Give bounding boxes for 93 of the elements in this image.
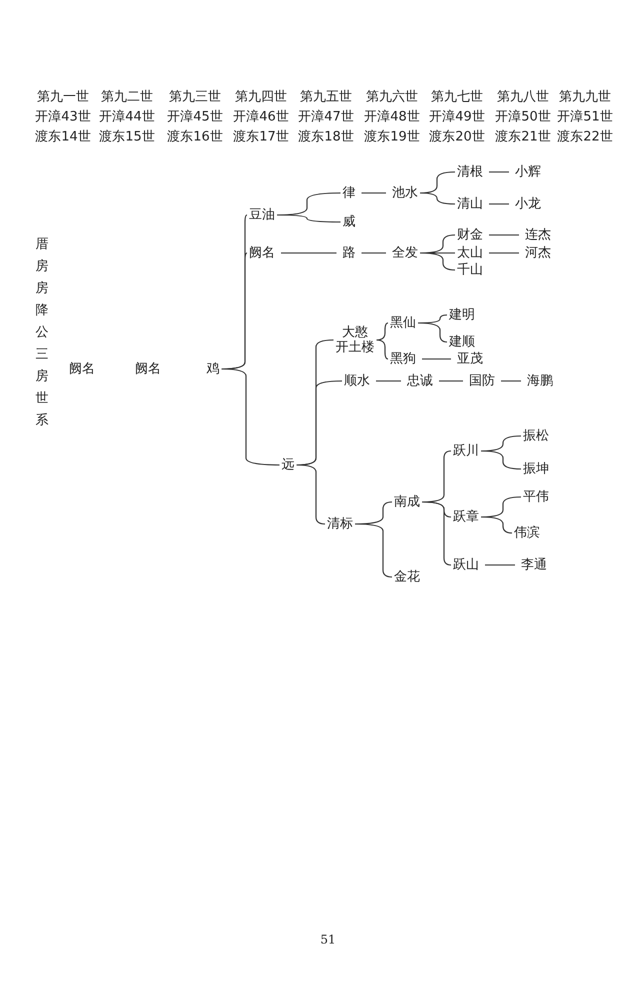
name-text: 律 <box>342 186 356 200</box>
generation-label: 开漳47世 <box>298 110 354 124</box>
name-text: 金花 <box>394 570 420 584</box>
name-text: 路 <box>342 246 356 260</box>
generation-label: 开漳49世 <box>429 110 485 124</box>
generation-label: 渡东16世 <box>167 130 223 144</box>
connector-line <box>489 234 519 236</box>
name-text: 池水 <box>392 186 418 200</box>
generation-label: 第九六世 <box>366 90 418 104</box>
generation-label: 渡东19世 <box>364 130 420 144</box>
name-text: 南成 <box>394 494 420 510</box>
name-text: 顺水 <box>344 374 370 388</box>
generation-label: 开漳51世 <box>557 110 613 124</box>
name-text: 清山 <box>457 196 483 212</box>
brace <box>422 501 452 566</box>
generation-label: 开漳45世 <box>167 110 223 124</box>
name-text: 全发 <box>392 246 418 260</box>
connector-line <box>439 380 463 382</box>
brace <box>420 192 455 205</box>
generation-label: 开漳46世 <box>233 110 289 124</box>
name-text: 千山 <box>457 262 483 278</box>
name-text: 建明 <box>449 308 475 322</box>
name-text: 伟滨 <box>514 526 540 540</box>
name-text: 阙名 <box>135 362 161 376</box>
brace <box>418 322 448 343</box>
name-text: 鸡 <box>206 362 220 376</box>
name-text: 平伟 <box>523 490 549 504</box>
connector-line <box>489 171 509 173</box>
connector-line <box>376 380 401 382</box>
generation-label: 渡东20世 <box>429 130 485 144</box>
brace <box>376 339 388 360</box>
name-text: 亚茂 <box>457 352 483 366</box>
connector-line <box>489 203 509 205</box>
name-text: 振松 <box>523 428 549 444</box>
name-text: 河杰 <box>525 246 551 260</box>
generation-label: 开漳44世 <box>99 110 155 124</box>
name-text: 国防 <box>469 374 495 388</box>
connector-line <box>485 564 515 566</box>
brace <box>376 322 388 341</box>
connector-line <box>489 252 519 254</box>
generation-label: 渡东21世 <box>495 130 551 144</box>
name-text: 跃川 <box>453 444 479 458</box>
name-text: 海鹏 <box>527 374 553 388</box>
name-text: 忠诚 <box>407 374 433 388</box>
name-text: 开土楼 <box>336 340 374 355</box>
brace <box>481 516 512 534</box>
page-number: 51 <box>320 932 336 948</box>
name-text: 黑狗 <box>390 352 416 366</box>
generation-label: 第九二世 <box>101 90 153 104</box>
name-text: 大憨 <box>341 325 369 340</box>
vertical-title: 厝房房降公三房世系 <box>35 236 49 430</box>
generation-label: 渡东15世 <box>99 130 155 144</box>
generation-label: 开漳43世 <box>35 110 91 124</box>
brace <box>420 252 456 271</box>
connector-line <box>281 252 336 254</box>
name-text: 李通 <box>521 558 547 572</box>
brace <box>481 450 521 470</box>
generation-label: 开漳48世 <box>364 110 420 124</box>
name-text: 振坤 <box>523 462 549 476</box>
generation-label: 渡东22世 <box>557 130 613 144</box>
name-text: 连杰 <box>525 228 551 242</box>
name-text: 豆油 <box>249 208 275 222</box>
name-text: 黑仙 <box>390 316 416 330</box>
name-text: 跃山 <box>453 558 479 572</box>
generation-label: 第九九世 <box>559 90 611 104</box>
name-text: 太山 <box>457 246 483 260</box>
generation-label: 第九三世 <box>169 90 221 104</box>
connector-line <box>362 192 386 194</box>
name-text: 阙名 <box>69 362 95 376</box>
name-text: 远 <box>282 458 294 472</box>
connector-line <box>362 252 386 254</box>
name-text: 威 <box>342 214 356 230</box>
name-text: 小龙 <box>515 196 541 212</box>
brace <box>277 214 340 223</box>
generation-label: 开漳50世 <box>495 110 551 124</box>
connector-line <box>501 380 521 382</box>
generation-label: 渡东14世 <box>35 130 91 144</box>
generation-label: 第九八世 <box>497 90 549 104</box>
name-text: 小辉 <box>515 164 541 180</box>
name-text: 财金 <box>457 228 483 242</box>
name-text: 建顺 <box>449 334 475 350</box>
generation-label: 第九五世 <box>300 90 352 104</box>
generation-label: 第九四世 <box>235 90 287 104</box>
generation-label: 渡东17世 <box>233 130 289 144</box>
name-text: 清根 <box>457 164 483 180</box>
name-text: 阙名 <box>249 246 275 260</box>
name-text: 清标 <box>327 516 353 532</box>
generation-label: 渡东18世 <box>298 130 354 144</box>
name-text: 跃章 <box>453 510 479 524</box>
connector-line <box>422 358 451 360</box>
generation-label: 第九一世 <box>37 90 89 104</box>
brace <box>222 368 280 466</box>
generation-label: 第九七世 <box>431 90 483 104</box>
